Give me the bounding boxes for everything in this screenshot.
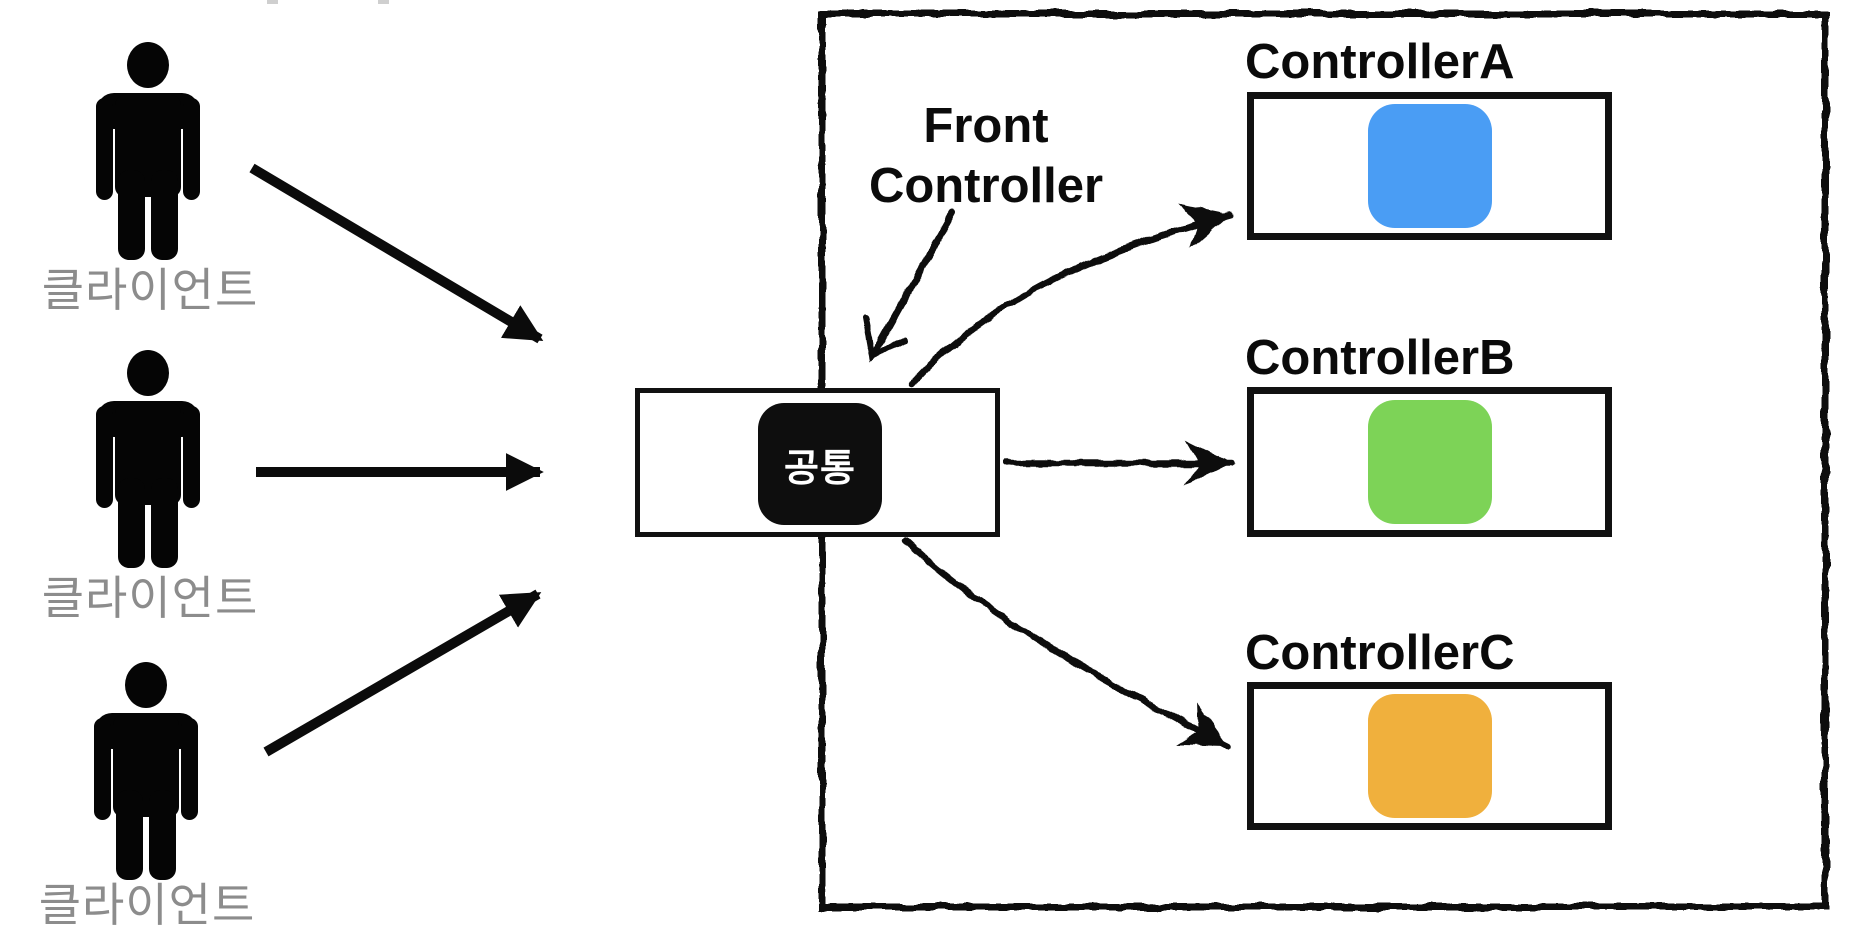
controller-a-title: ControllerA [1245,35,1515,89]
client-label: 클라이언트 [38,879,256,931]
controller-c-box [1247,682,1612,830]
controller-a-chip [1367,104,1492,228]
front-controller-caption: Front Controller [810,96,1162,216]
controller-b-chip [1367,400,1492,524]
front-controller-caption-line2: Controller [868,159,1104,213]
front-controller-pointer-arrow [872,208,957,354]
common-logic-chip-label: 공통 [784,447,856,490]
client-label: 클라이언트 [41,264,259,316]
front-controller-common-box: 공통 [635,388,1000,537]
front-controller-caption-line1: Front [923,99,1049,153]
cropped-text-remnant [378,0,389,4]
controller-b-title: ControllerB [1245,331,1515,385]
client3-request-arrow [263,589,542,757]
cropped-text-remnant [267,0,278,4]
controller-c-chip [1367,694,1492,818]
client-person-icon [96,42,200,260]
front-controller-pointer-arrowhead [861,314,907,363]
dispatch-arrow-controller-c [901,536,1232,750]
controller-c-title: ControllerC [1245,626,1515,680]
dispatch-arrow-controller-a [909,204,1234,387]
client-person-icon [94,662,198,880]
controller-b-box [1247,387,1612,537]
common-logic-chip: 공통 [758,403,882,525]
client-person-icon [96,350,200,568]
client-label: 클라이언트 [41,572,259,624]
client1-request-arrow [249,163,544,344]
controller-a-box [1247,92,1612,240]
